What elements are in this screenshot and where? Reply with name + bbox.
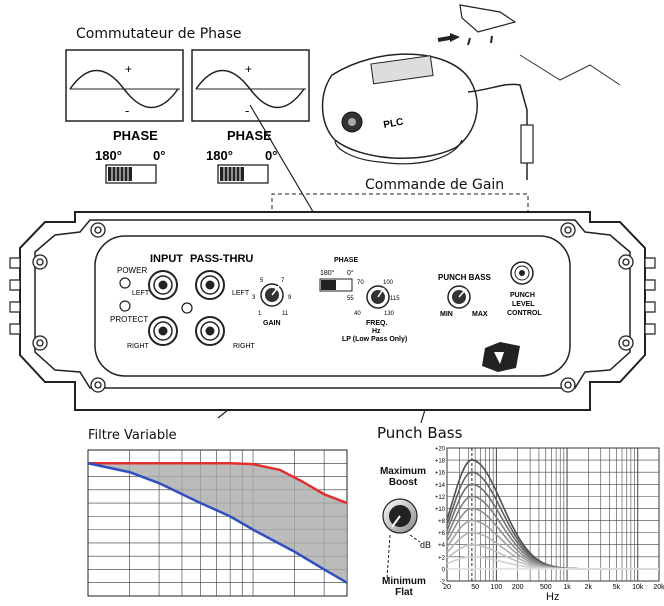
- amp-phase-switch: PHASE 180° 0°: [319, 257, 358, 292]
- amplifier-panel: POWER PROTECT INPUT PASS-THRU LEFT LEFT …: [9, 211, 656, 411]
- input-label: INPUT: [150, 253, 183, 265]
- input-right-label: RIGHT: [127, 343, 150, 350]
- svg-text:3: 3: [252, 295, 256, 301]
- freq-label: FREQ.: [366, 320, 387, 327]
- punch-x-tick: 200: [512, 584, 524, 591]
- filter-series-line-1: [87, 462, 348, 584]
- svg-text:PUNCH BASS: PUNCH BASS: [438, 273, 492, 282]
- svg-text:LEVEL: LEVEL: [512, 301, 535, 308]
- punch-y-tick: +10: [435, 507, 446, 513]
- phase1-switch-slider: [108, 167, 132, 181]
- svg-text:100: 100: [383, 280, 394, 286]
- remote-brand: PLC: [383, 117, 405, 131]
- punch-y-tick: +6: [438, 531, 446, 537]
- remote-plc-illustration: PLC: [321, 4, 621, 180]
- input-left-label: LEFT: [132, 290, 150, 297]
- phase1-left: 180°: [95, 148, 122, 163]
- svg-text:PUNCH: PUNCH: [510, 292, 535, 299]
- pass-left-label: LEFT: [232, 290, 250, 297]
- punch-x-tick: 10k: [632, 584, 644, 591]
- punch-y-tick: +2: [438, 555, 446, 561]
- punch-y-tick: +4: [438, 543, 446, 549]
- svg-text:180°: 180°: [320, 269, 335, 277]
- filter-fill-area: [88, 463, 347, 583]
- punch-y-tick: +8: [438, 519, 446, 525]
- svg-text:115: 115: [390, 296, 400, 302]
- svg-text:70: 70: [357, 280, 364, 286]
- punch-y-tick: 0: [442, 567, 446, 573]
- phase1-right: 0°: [153, 148, 165, 163]
- svg-text:PHASE: PHASE: [334, 257, 358, 264]
- svg-text:MAX: MAX: [472, 311, 488, 318]
- gain-label: GAIN: [263, 320, 281, 327]
- punch-bass-title: Punch Bass: [377, 424, 463, 442]
- pass-thru-label: PASS-THRU: [190, 253, 253, 265]
- gain-control-title: Commande de Gain: [365, 177, 505, 193]
- phase2-plus: +: [245, 62, 252, 76]
- svg-text:LP (Low Pass Only): LP (Low Pass Only): [342, 336, 407, 343]
- punch-y-tick: +16: [435, 471, 446, 477]
- svg-text:40: 40: [354, 311, 361, 317]
- svg-text:55: 55: [347, 296, 354, 302]
- rca-jacks: [148, 270, 225, 346]
- phase2-heading: PHASE: [227, 128, 272, 143]
- phase-panel-0: + - PHASE 180° 0°: [191, 49, 310, 184]
- punch-y-tick: +20: [435, 447, 446, 453]
- punch-y-tick: +18: [435, 459, 446, 465]
- punch-level-jack: PUNCH LEVEL CONTROL: [507, 261, 542, 317]
- svg-text:7: 7: [281, 278, 285, 284]
- punch-y-tick: -2: [440, 580, 446, 586]
- rockford-logo: [482, 342, 520, 372]
- punch-bass-knob: PUNCH BASS MIN MAX: [438, 273, 492, 318]
- svg-text:11: 11: [282, 311, 289, 317]
- svg-text:130: 130: [384, 311, 395, 317]
- gain-knob: 1 3 5 7 9 11 GAIN: [252, 278, 292, 327]
- phase1-plus: +: [125, 62, 132, 76]
- punch-x-tick: 50: [471, 584, 479, 591]
- phase2-minus: -: [245, 103, 249, 118]
- phase-panel-180: + - PHASE 180° 0°: [65, 49, 184, 184]
- filter-chart: [87, 449, 348, 597]
- punch-y-tick: +12: [435, 495, 446, 501]
- punch-x-tick: 20k: [653, 584, 664, 591]
- punch-x-tick: 100: [491, 584, 503, 591]
- phase-switch-title: Commutateur de Phase: [76, 26, 242, 42]
- freq-knob: 40 55 70 100 115 130 FREQ. Hz LP (Low Pa…: [342, 280, 407, 343]
- svg-text:MIN: MIN: [440, 311, 453, 318]
- svg-text:0°: 0°: [347, 269, 354, 277]
- phase2-left: 180°: [206, 148, 233, 163]
- svg-text:9: 9: [288, 295, 292, 301]
- phase2-right: 0°: [265, 148, 277, 163]
- punch-x-tick: 1k: [563, 584, 571, 591]
- punch-y-tick: +14: [435, 483, 446, 489]
- punch-x-tick: 2k: [585, 584, 593, 591]
- db-label: dB: [420, 540, 432, 550]
- protect-led-label: PROTECT: [110, 315, 148, 324]
- pass-right-label: RIGHT: [233, 343, 256, 350]
- svg-text:5: 5: [260, 278, 264, 284]
- svg-text:Hz: Hz: [372, 328, 381, 335]
- filter-series-line-0: [88, 462, 348, 505]
- punch-x-tick: 20: [443, 584, 451, 591]
- power-led-label: POWER: [117, 266, 147, 275]
- variable-filter-title: Filtre Variable: [88, 428, 177, 443]
- phase1-minus: -: [125, 103, 129, 118]
- hz-axis-label: Hz: [546, 591, 560, 603]
- svg-text:CONTROL: CONTROL: [507, 310, 542, 317]
- phase1-heading: PHASE: [113, 128, 158, 143]
- punch-x-tick: 500: [540, 584, 552, 591]
- phase2-switch-slider: [220, 167, 244, 181]
- svg-text:1: 1: [258, 311, 262, 317]
- punch-x-tick: 5k: [613, 584, 621, 591]
